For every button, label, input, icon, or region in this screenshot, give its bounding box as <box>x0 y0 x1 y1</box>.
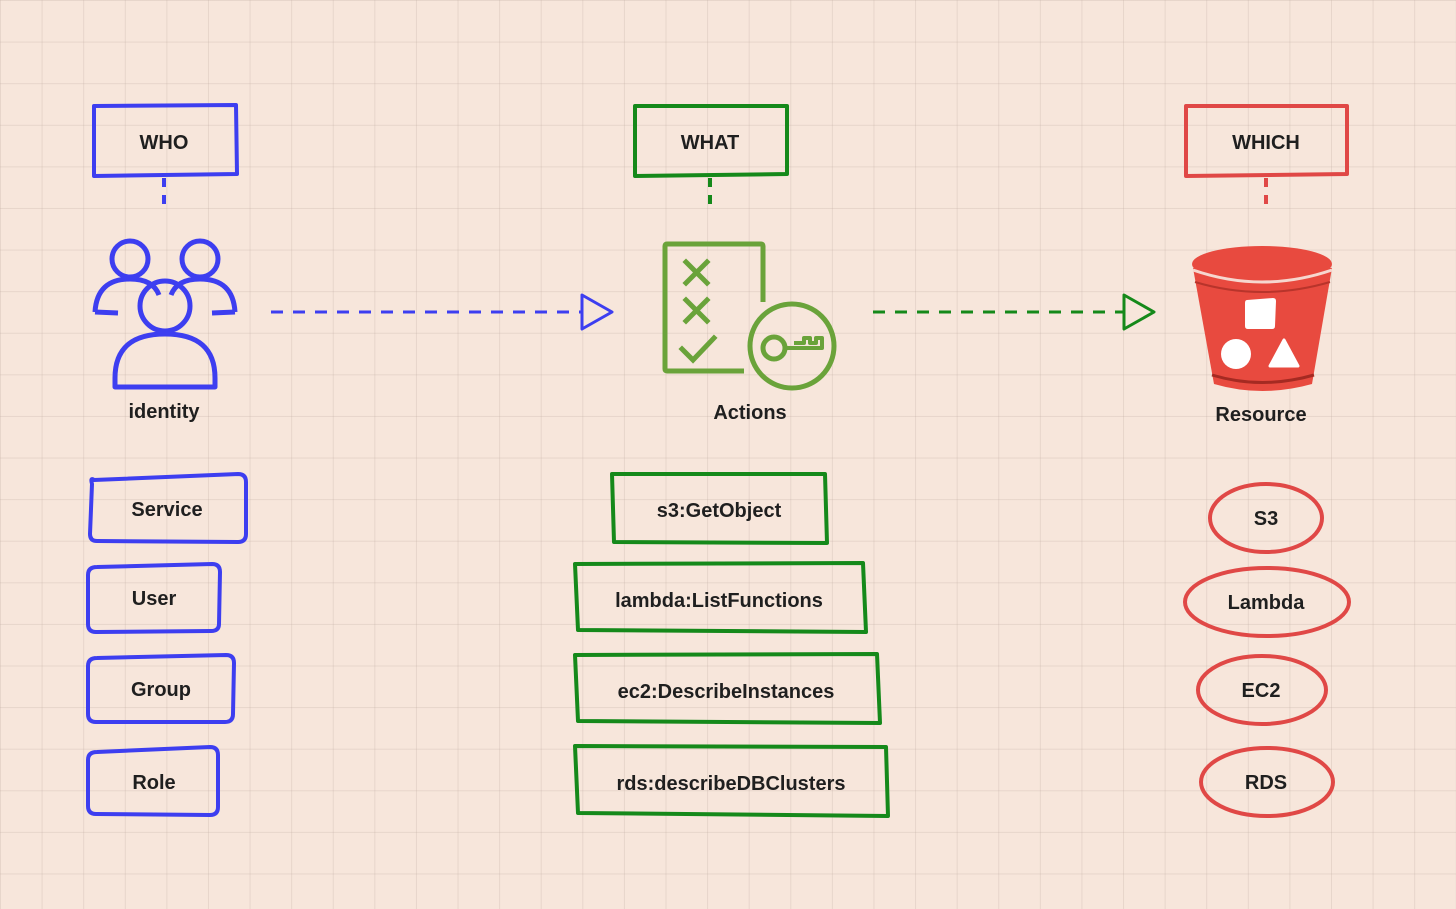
what-item-lambda-listfunctions[interactable]: lambda:ListFunctions <box>573 561 868 634</box>
what-item-label: s3:GetObject <box>657 500 782 522</box>
users-group-icon <box>92 238 238 390</box>
which-header-label: WHICH <box>1232 132 1300 154</box>
who-item-user[interactable]: User <box>86 562 222 634</box>
bucket-icon <box>1192 246 1333 391</box>
who-header[interactable]: WHO <box>92 103 239 178</box>
which-item-lambda[interactable]: Lambda <box>1183 566 1351 638</box>
which-item-rds[interactable]: RDS <box>1199 746 1335 818</box>
which-item-label: Lambda <box>1228 592 1306 614</box>
what-header[interactable]: WHAT <box>633 104 789 178</box>
which-column: WHICH Resource S3 Lambda EC2 RD <box>1183 104 1351 818</box>
which-item-label: EC2 <box>1242 680 1281 702</box>
which-header[interactable]: WHICH <box>1184 104 1349 178</box>
what-column: WHAT Actions s3:GetObject lambda:ListFun… <box>573 104 890 818</box>
who-item-label: User <box>132 588 177 610</box>
what-item-ec2-describeinstances[interactable]: ec2:DescribeInstances <box>573 652 882 725</box>
actions-caption: Actions <box>713 402 786 424</box>
what-header-label: WHAT <box>681 132 740 154</box>
what-item-label: rds:describeDBClusters <box>617 773 846 795</box>
who-item-label: Service <box>131 499 202 521</box>
what-item-rds-describedbclusters[interactable]: rds:describeDBClusters <box>573 744 890 818</box>
what-item-s3-getobject[interactable]: s3:GetObject <box>610 472 829 545</box>
what-to-which-arrow <box>873 293 1156 331</box>
who-item-label: Group <box>131 679 191 701</box>
who-column: WHO identity Service User Group <box>86 103 248 817</box>
which-item-s3[interactable]: S3 <box>1208 482 1324 554</box>
who-item-service[interactable]: Service <box>88 472 248 544</box>
which-item-ec2[interactable]: EC2 <box>1196 654 1328 726</box>
who-item-group[interactable]: Group <box>86 653 236 724</box>
what-item-label: lambda:ListFunctions <box>615 590 823 612</box>
identity-caption: identity <box>128 401 200 423</box>
resource-caption: Resource <box>1215 404 1306 426</box>
what-item-label: ec2:DescribeInstances <box>618 681 835 703</box>
who-item-role[interactable]: Role <box>86 745 220 817</box>
which-item-label: S3 <box>1254 508 1278 530</box>
checklist-key-icon <box>662 241 837 391</box>
who-item-label: Role <box>132 772 175 794</box>
who-to-what-arrow <box>271 293 614 331</box>
who-header-label: WHO <box>140 132 189 154</box>
which-item-label: RDS <box>1245 772 1287 794</box>
